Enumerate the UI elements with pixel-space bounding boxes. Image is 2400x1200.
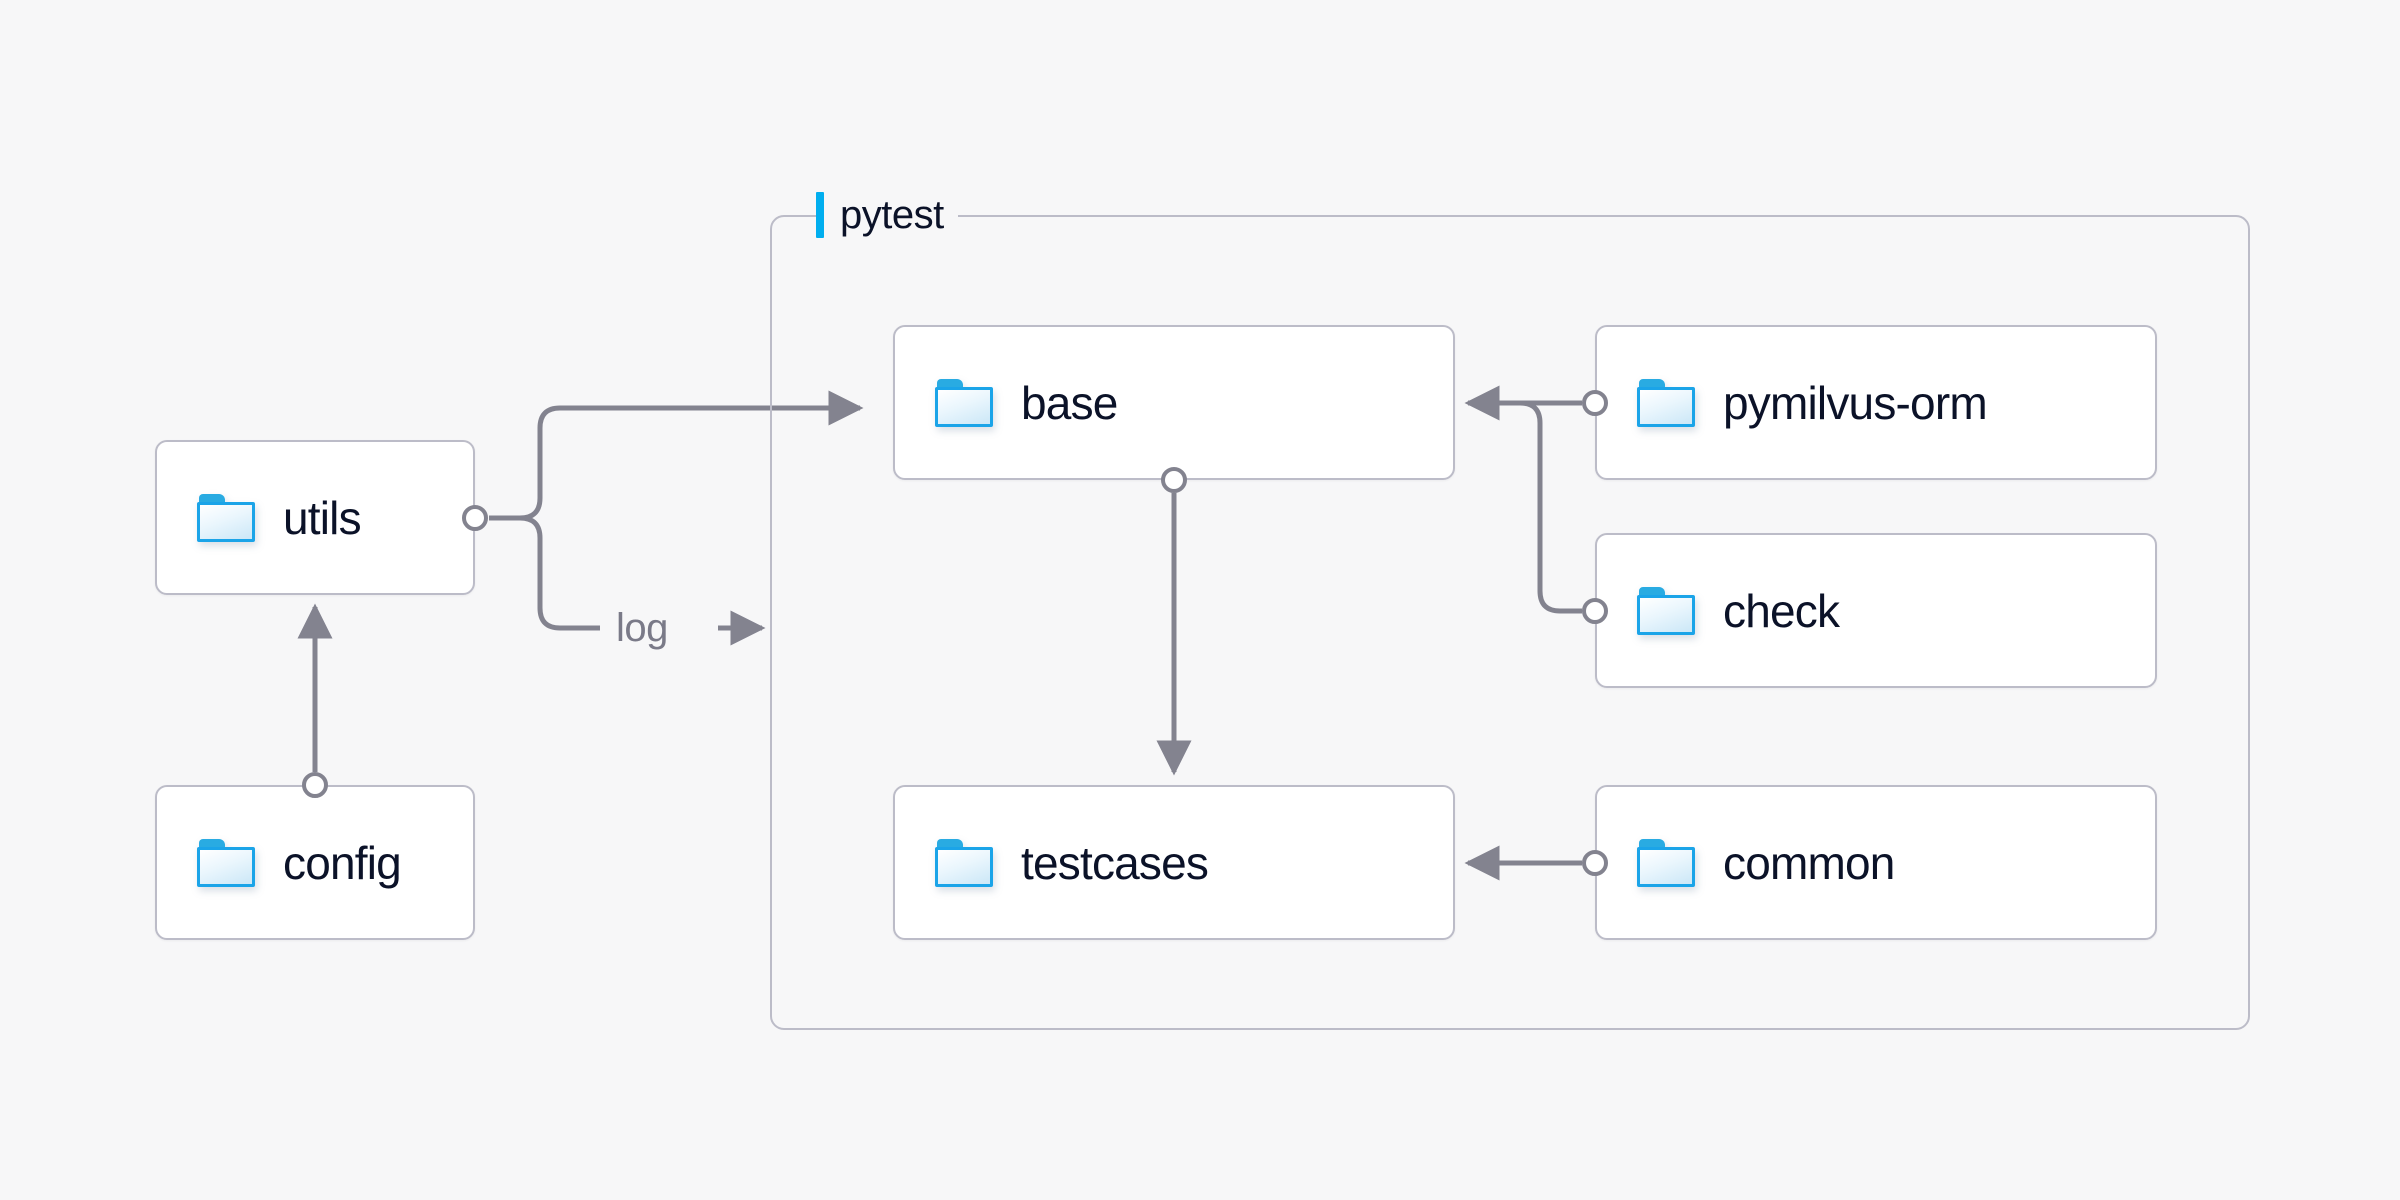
node-base-label: base [1021,376,1118,429]
node-pymilvus-orm-label: pymilvus-orm [1723,376,1988,429]
folder-icon [1637,838,1695,887]
port-utils-right[interactable] [462,505,488,531]
group-pytest-label: pytest [816,192,958,238]
group-accent-bar [816,192,824,238]
group-pytest-label-text: pytest [840,193,944,237]
folder-icon [197,838,255,887]
node-utils[interactable]: utils [155,440,475,595]
folder-icon [935,378,993,427]
folder-icon [1637,378,1695,427]
node-config-label: config [283,836,402,889]
node-testcases[interactable]: testcases [893,785,1455,940]
folder-icon [1637,586,1695,635]
port-check-left[interactable] [1582,598,1608,624]
node-common[interactable]: common [1595,785,2157,940]
node-common-label: common [1723,836,1895,889]
node-utils-label: utils [283,491,362,544]
node-config[interactable]: config [155,785,475,940]
folder-icon [935,838,993,887]
port-common-left[interactable] [1582,850,1608,876]
port-config-top[interactable] [302,772,328,798]
node-testcases-label: testcases [1021,836,1209,889]
edge-label-log: log [606,608,678,648]
node-check[interactable]: check [1595,533,2157,688]
node-base[interactable]: base [893,325,1455,480]
port-pymilvus-orm-left[interactable] [1582,390,1608,416]
folder-icon [197,493,255,542]
node-pymilvus-orm[interactable]: pymilvus-orm [1595,325,2157,480]
port-base-bottom[interactable] [1161,467,1187,493]
group-pytest[interactable] [770,215,2250,1030]
node-check-label: check [1723,584,1840,637]
